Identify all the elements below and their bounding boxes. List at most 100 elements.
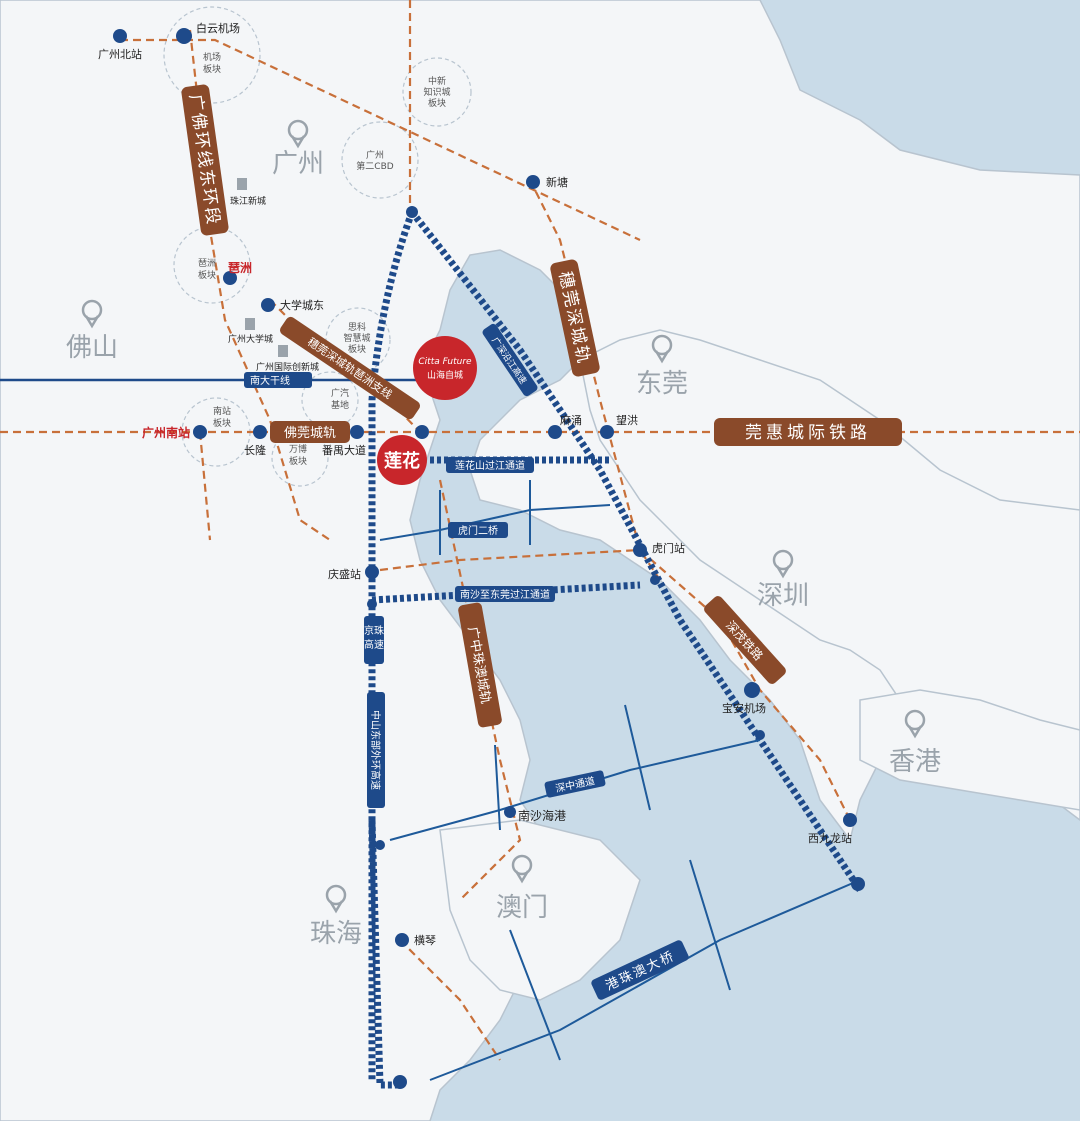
station-humen[interactable]: 虎门站 [633, 541, 685, 557]
svg-text:虎门站: 虎门站 [652, 541, 685, 555]
station-baoan-airport[interactable]: 宝安机场 [722, 682, 766, 715]
station-lianhua[interactable] [415, 425, 429, 439]
station-guangzhou-north[interactable]: 广州北站 [98, 29, 142, 61]
badge-nansha-dg[interactable]: 南沙至东莞过江通道 [455, 586, 555, 602]
station-icon [365, 565, 379, 579]
svg-text:板块: 板块 [428, 97, 446, 109]
svg-text:广州大学城: 广州大学城 [228, 333, 273, 345]
badge-guanhui-rail[interactable]: 莞惠城际铁路 [714, 418, 902, 446]
building-icon [278, 345, 288, 357]
svg-text:西九龙站: 西九龙站 [808, 831, 852, 845]
svg-text:白云机场: 白云机场 [196, 21, 240, 35]
station-machong[interactable]: 麻涌 [548, 413, 582, 439]
station-icon [633, 543, 647, 557]
svg-text:广州北站: 广州北站 [98, 47, 142, 61]
svg-text:佛莞城轨: 佛莞城轨 [284, 426, 336, 441]
svg-text:第二CBD: 第二CBD [356, 160, 393, 172]
station-university-east[interactable]: 大学城东 [261, 298, 324, 312]
station-west-kowloon[interactable]: 西九龙站 [808, 813, 857, 845]
badge-zhongshan-ring[interactable]: 中山东部外环高速 [367, 692, 385, 808]
station-panyu[interactable]: 番禺大道 [322, 425, 366, 457]
svg-text:新塘: 新塘 [546, 175, 568, 189]
svg-text:宝安机场: 宝安机场 [722, 701, 766, 715]
svg-text:高速: 高速 [364, 638, 384, 651]
svg-text:琶洲: 琶洲 [228, 261, 252, 275]
station-xintang[interactable]: 新塘 [526, 175, 568, 189]
pin-icon [325, 884, 347, 914]
svg-text:板块: 板块 [348, 343, 366, 355]
station-icon [415, 425, 429, 439]
airplane-icon [176, 28, 192, 44]
station-icon [504, 806, 516, 818]
land-hk-islands [859, 689, 1080, 811]
svg-text:望洪: 望洪 [616, 413, 638, 427]
pin-icon [81, 299, 103, 329]
station-icon [395, 933, 409, 947]
station-changlong[interactable]: 长隆 [244, 425, 267, 457]
badge-nanda[interactable]: 南大干线 [244, 372, 312, 388]
svg-text:Citta Future: Citta Future [418, 357, 472, 367]
station-wanghong[interactable]: 望洪 [600, 413, 638, 439]
station-gz-university[interactable]: 广州大学城 [228, 318, 273, 345]
station-gz-innovation[interactable]: 广州国际创新城 [256, 345, 319, 373]
station-pazhou[interactable]: 琶洲 [223, 261, 252, 285]
station-icon [113, 29, 127, 43]
route-end-markers [367, 206, 865, 1089]
svg-text:横琴: 横琴 [414, 933, 436, 947]
station-icon [843, 813, 857, 827]
svg-text:大学城东: 大学城东 [280, 298, 324, 312]
city-dongguan: 东莞 [636, 369, 688, 399]
station-icon [350, 425, 364, 439]
station-zhujiang[interactable]: 珠江新城 [230, 178, 266, 207]
station-baiyun-airport[interactable]: 白云机场 [176, 21, 240, 44]
city-zhuhai: 珠海 [310, 919, 362, 949]
station-icon [526, 175, 540, 189]
pin-icon [511, 854, 533, 884]
svg-text:莲花山过江通道: 莲花山过江通道 [455, 459, 525, 472]
station-hengqin[interactable]: 横琴 [395, 933, 436, 947]
project-lianhua-marker[interactable]: 莲花 [377, 435, 427, 485]
badge-shenzhong[interactable]: 深中通道 [544, 770, 606, 798]
station-nansha-port[interactable]: 南沙海港 [504, 806, 566, 823]
station-icon [261, 298, 275, 312]
badge-jinggang[interactable]: 京珠 高速 [364, 616, 384, 664]
city-shenzhen: 深圳 [757, 581, 809, 611]
label-zhongxin: 中新 [428, 75, 446, 87]
land-macau [439, 819, 641, 1001]
station-icon [193, 425, 207, 439]
svg-text:虎门二桥: 虎门二桥 [458, 524, 498, 537]
svg-text:番禺大道: 番禺大道 [322, 443, 366, 457]
bridges [379, 480, 861, 1081]
building-icon [237, 178, 247, 190]
svg-text:中山东部外环高速: 中山东部外环高速 [369, 710, 382, 790]
city-foshan: 佛山 [66, 333, 118, 363]
label-airport-block: 机场 [203, 51, 221, 63]
badge-lianhuashan[interactable]: 莲花山过江通道 [446, 457, 534, 473]
airplane-icon [744, 682, 760, 698]
svg-text:板块: 板块 [289, 455, 307, 467]
city-macau: 澳门 [496, 893, 548, 923]
station-qingsheng[interactable]: 庆盛站 [328, 565, 379, 581]
svg-text:南大干线: 南大干线 [250, 374, 290, 387]
svg-text:庆盛站: 庆盛站 [328, 567, 361, 581]
svg-text:南沙至东莞过江通道: 南沙至东莞过江通道 [460, 588, 550, 601]
svg-text:南沙海港: 南沙海港 [518, 808, 566, 823]
svg-text:京珠: 京珠 [364, 624, 384, 637]
city-hongkong: 香港 [889, 747, 941, 777]
svg-text:珠江新城: 珠江新城 [230, 195, 266, 207]
label-nanzhan-block: 南站 [213, 405, 231, 417]
svg-text:板块: 板块 [213, 417, 231, 429]
building-icon [245, 318, 255, 330]
svg-text:麻涌: 麻涌 [560, 413, 582, 427]
station-icon [600, 425, 614, 439]
badge-humen2[interactable]: 虎门二桥 [448, 522, 508, 538]
pin-icon [772, 549, 794, 579]
station-guangzhou-south[interactable]: 广州南站 [142, 425, 207, 440]
svg-text:广州南站: 广州南站 [142, 425, 190, 440]
svg-text:山海自城: 山海自城 [427, 369, 463, 381]
project-logo-marker[interactable]: Citta Future 山海自城 [413, 336, 477, 400]
badge-foguan-rail[interactable]: 佛莞城轨 [270, 421, 350, 443]
stations: 广州北站 白云机场 新塘 珠江新城 琶洲 大学城东 广州大学城 广州国际创新城 [98, 21, 857, 947]
svg-text:板块: 板块 [198, 269, 216, 281]
